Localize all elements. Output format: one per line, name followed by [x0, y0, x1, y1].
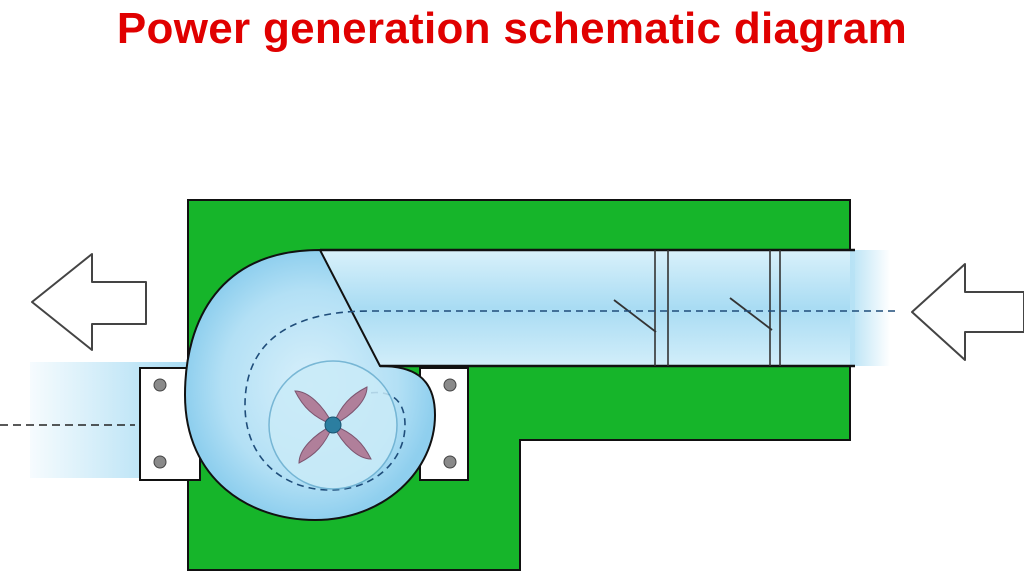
- bolt-icon: [443, 378, 457, 392]
- bolt-icon: [153, 378, 167, 392]
- bolt-icon: [443, 455, 457, 469]
- left-arrow-icon: [911, 263, 1024, 361]
- turbine-rotor: [268, 360, 398, 490]
- inlet-pipe: [300, 250, 855, 366]
- flow-path: [244, 310, 895, 491]
- impeller-icon: [294, 386, 372, 464]
- valve-section-1: [613, 250, 669, 366]
- left-arrow-icon: [31, 253, 147, 351]
- bolt-icon: [153, 455, 167, 469]
- inlet-stream-fade: [850, 250, 890, 366]
- diagram-title: Power generation schematic diagram: [116, 4, 908, 53]
- valve-section-2: [729, 250, 781, 366]
- hub-icon: [324, 416, 342, 434]
